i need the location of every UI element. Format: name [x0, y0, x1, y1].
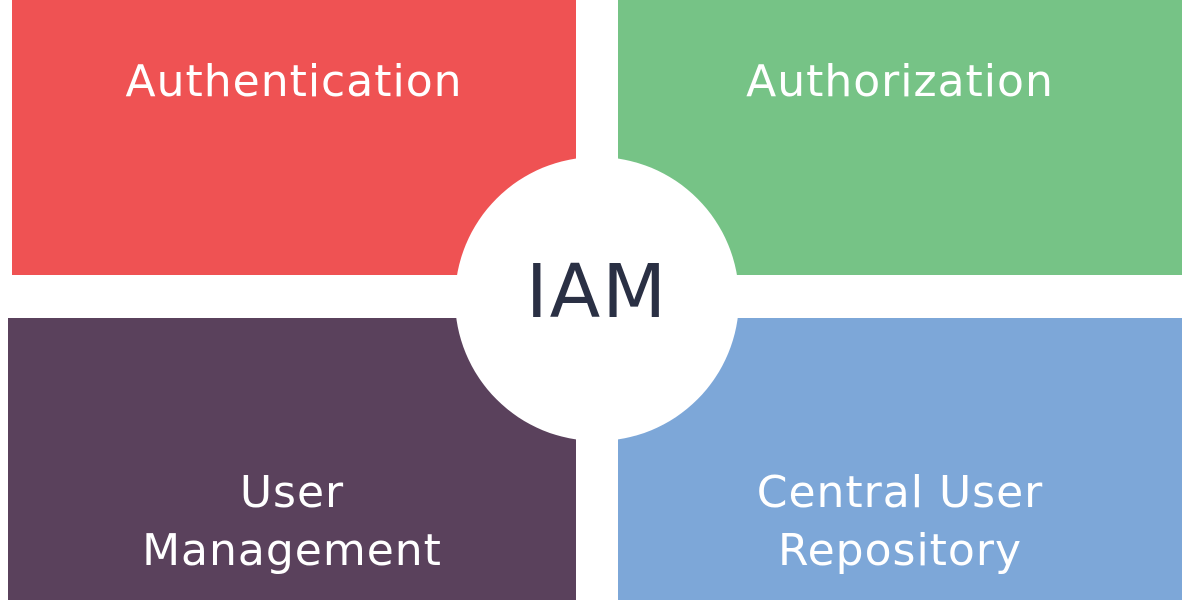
user-management-label-line-1: User	[239, 467, 345, 518]
authentication-label: Authentication	[125, 56, 463, 107]
authorization-label: Authorization	[746, 56, 1054, 107]
iam-center-circle: IAM	[455, 157, 739, 441]
central-user-repository-label-line-1: Central User	[756, 467, 1044, 518]
user-management-quadrant: User Management	[8, 318, 576, 600]
central-user-repository-label-line-2: Repository	[778, 525, 1022, 576]
authentication-quadrant: Authentication	[12, 0, 576, 275]
iam-center-label: IAM	[525, 249, 669, 335]
user-management-label-line-2: Management	[142, 525, 442, 576]
